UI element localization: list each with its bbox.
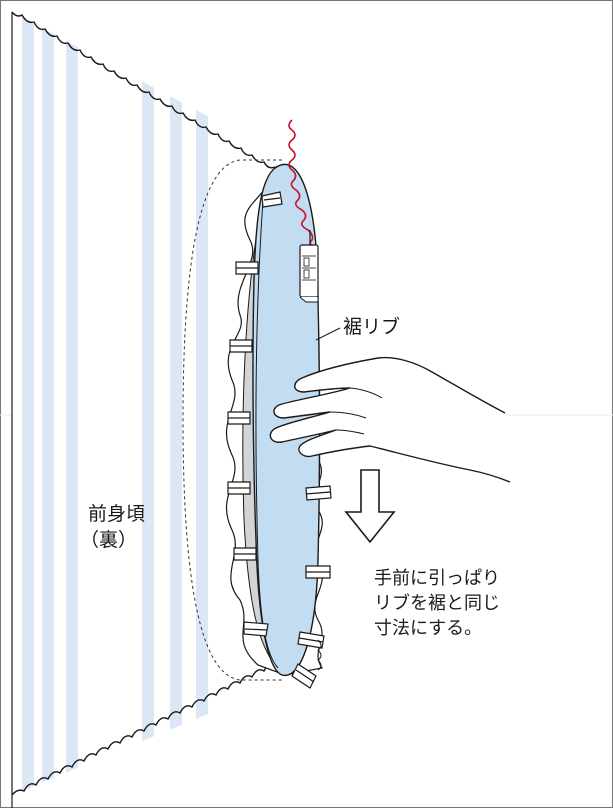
clip-icon xyxy=(227,481,251,495)
clip-icon xyxy=(229,339,253,353)
body-label-line1: 前身頃 xyxy=(88,503,145,525)
instruction-line2: リブを裾と同じ xyxy=(374,592,500,614)
clip-icon xyxy=(243,621,269,637)
clip-icon xyxy=(233,547,257,561)
clip-icon xyxy=(227,411,251,425)
clip-icon xyxy=(291,663,317,689)
instruction-line3: 寸法にする。 xyxy=(374,618,482,639)
rib-label: 裾リブ xyxy=(343,315,400,338)
clip-icon xyxy=(305,565,331,579)
clips xyxy=(227,191,332,689)
bottom-serged-edge xyxy=(11,652,297,796)
presser-foot-icon xyxy=(299,230,319,303)
top-serged-edge xyxy=(11,11,276,169)
front-body-piece xyxy=(11,11,297,808)
clip-icon xyxy=(235,261,259,275)
arrow-down-icon xyxy=(344,469,396,544)
stripes xyxy=(22,12,208,795)
clip-icon xyxy=(305,485,332,501)
zigzag-stitch xyxy=(288,119,317,249)
hem-dashed-outline xyxy=(182,159,282,681)
hand-icon xyxy=(269,356,511,483)
instruction-line1: 手前に引っぱり xyxy=(374,568,500,589)
clip-icon xyxy=(261,191,283,208)
body-label-line2: （裏） xyxy=(80,529,137,551)
rib-leader-line xyxy=(315,327,341,341)
